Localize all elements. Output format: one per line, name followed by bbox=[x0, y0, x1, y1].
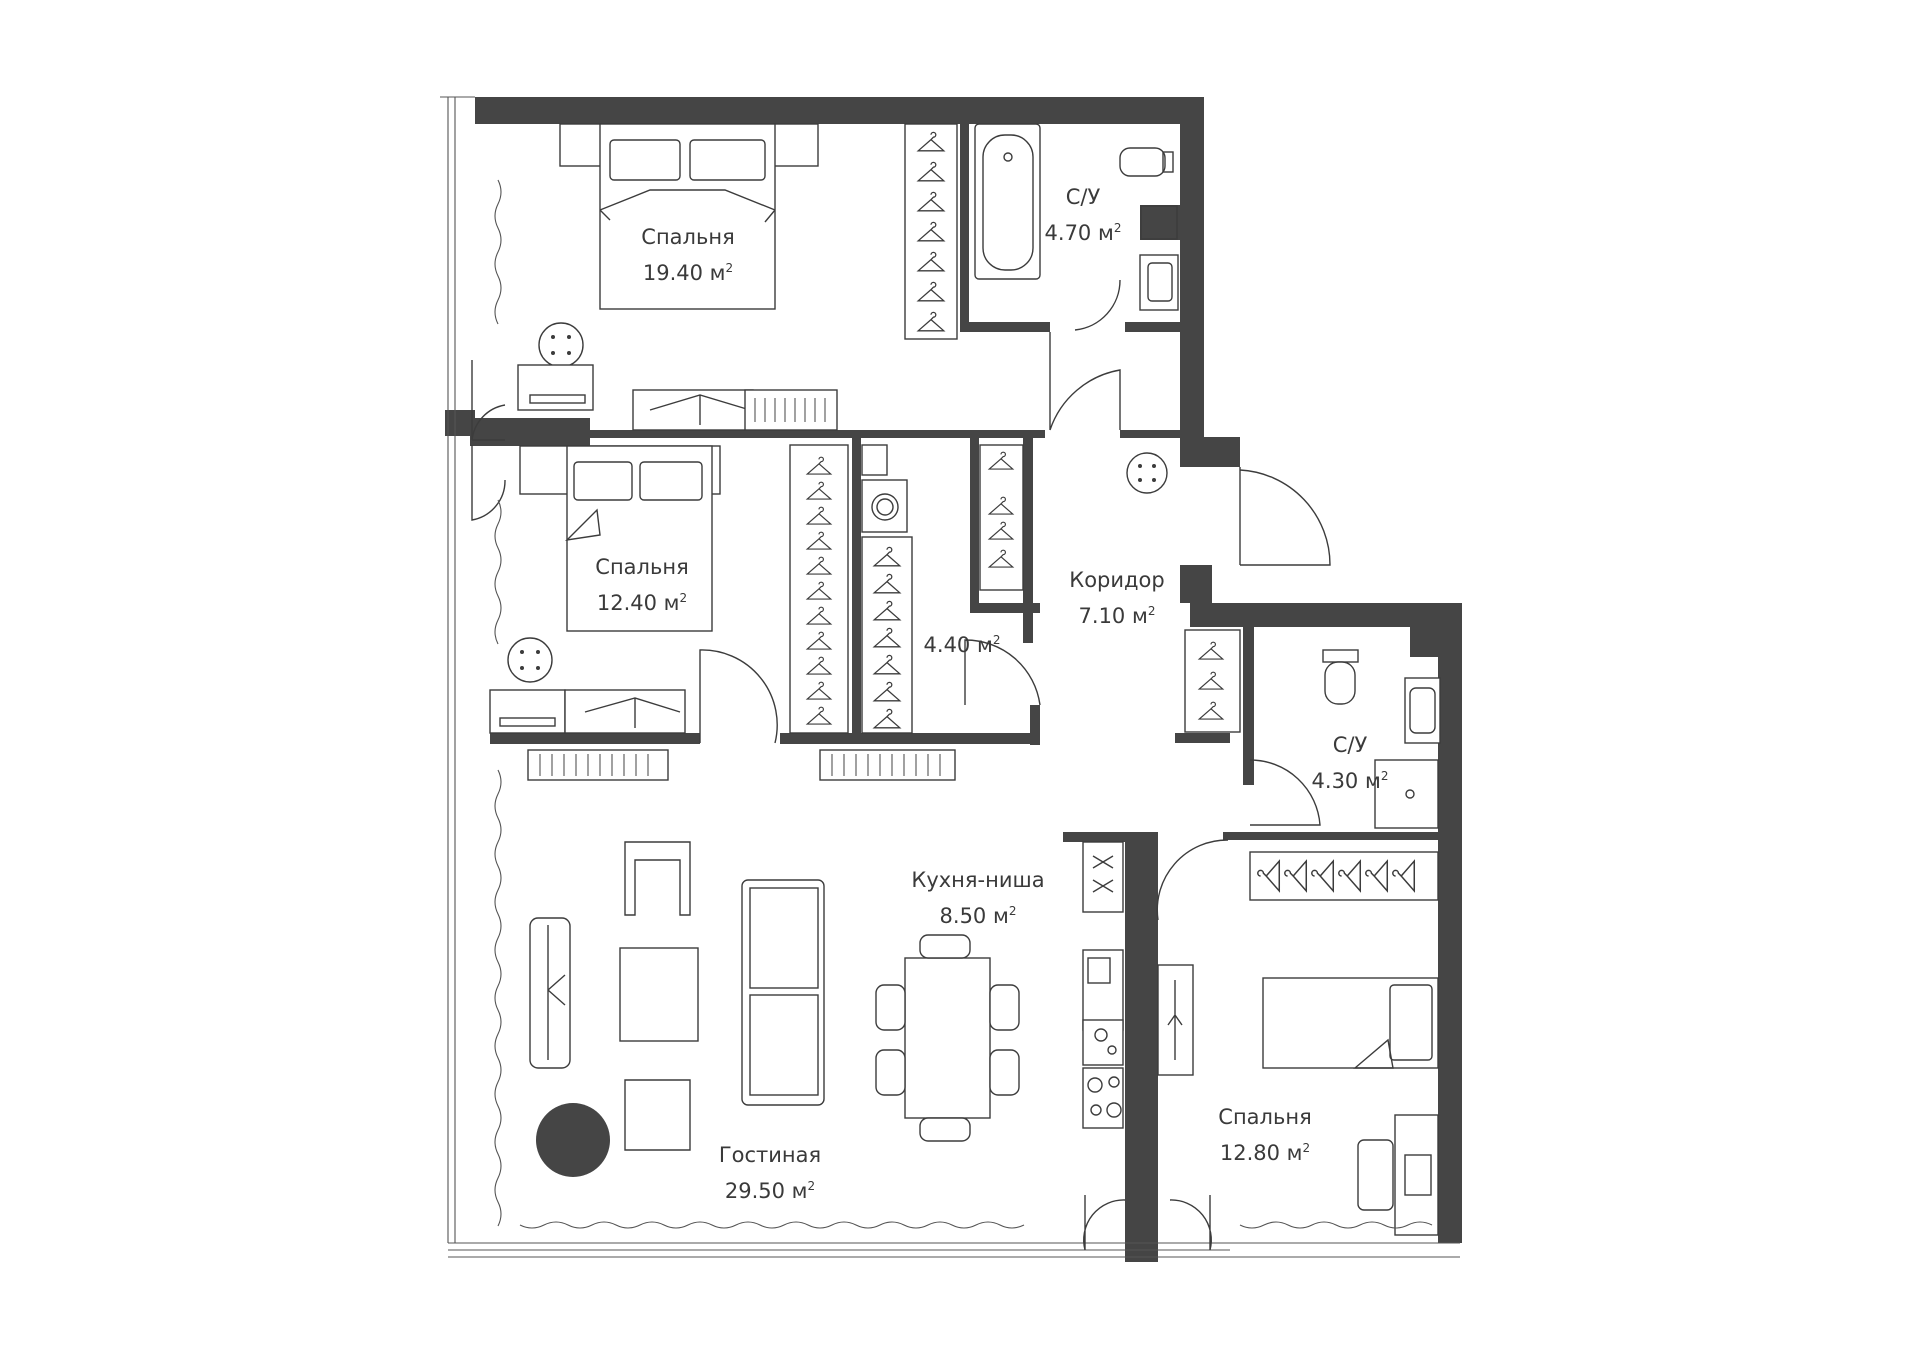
wardrobe-long bbox=[1249, 851, 1439, 901]
wardrobe-corridor bbox=[979, 444, 1024, 591]
room-label-wardrobe: 4.40 м2 bbox=[924, 625, 1001, 661]
column-icon bbox=[1126, 452, 1168, 494]
bathtub-icon bbox=[974, 123, 1041, 280]
wardrobe-right bbox=[1184, 629, 1241, 733]
room-area: 8.50 м2 bbox=[939, 904, 1017, 928]
wardrobe-small bbox=[861, 536, 913, 734]
room-area: 7.10 м2 bbox=[1078, 604, 1156, 628]
washing-machine-icon bbox=[861, 444, 908, 533]
room-label-bath-top: С/У 4.70 м2 bbox=[1045, 182, 1122, 249]
room-label-bath-right: С/У 4.30 м2 bbox=[1312, 730, 1389, 797]
room-area: 12.80 м2 bbox=[1219, 1141, 1311, 1165]
room-label-corridor: Коридор 7.10 м2 bbox=[1069, 565, 1164, 632]
curtains bbox=[494, 179, 1433, 1229]
doors bbox=[699, 279, 1331, 921]
windows bbox=[440, 96, 1460, 1258]
room-name: Коридор bbox=[1069, 568, 1165, 592]
room-name: С/У bbox=[1065, 185, 1101, 209]
room-name: Спальня bbox=[641, 225, 735, 249]
room-name: Гостиная bbox=[718, 1143, 822, 1167]
room-label-kitchen: Кухня-ниша 8.50 м2 bbox=[911, 865, 1044, 932]
room-label-bedroom-right: Спальня 12.80 м2 bbox=[1218, 1102, 1311, 1169]
room-area: 4.70 м2 bbox=[1044, 221, 1122, 245]
radiator bbox=[819, 749, 956, 781]
bed-top bbox=[517, 123, 838, 431]
room-label-living: Гостиная 29.50 м2 bbox=[719, 1140, 821, 1207]
room-name: Кухня-ниша bbox=[911, 868, 1045, 892]
room-area: 19.40 м2 bbox=[642, 261, 734, 285]
room-name: Спальня bbox=[595, 555, 689, 579]
stove-icon bbox=[1082, 841, 1194, 1129]
sink-icon-right bbox=[1404, 677, 1441, 744]
room-label-bedroom-top: Спальня 19.40 м2 bbox=[641, 222, 734, 289]
wardrobe-top bbox=[904, 123, 958, 340]
toilet-icon bbox=[1119, 147, 1174, 177]
room-name: Спальня bbox=[1218, 1105, 1312, 1129]
room-area: 12.40 м2 bbox=[596, 591, 688, 615]
toilet-icon-right bbox=[1322, 649, 1359, 705]
room-area: 29.50 м2 bbox=[724, 1179, 816, 1203]
room-area: 4.40 м2 bbox=[923, 633, 1001, 657]
wardrobe-mid bbox=[789, 444, 849, 734]
bed-right bbox=[1262, 977, 1439, 1069]
room-name: С/У bbox=[1332, 733, 1368, 757]
desk bbox=[1357, 1114, 1439, 1236]
room-label-bedroom-mid: Спальня 12.40 м2 bbox=[595, 552, 688, 619]
bed-mid bbox=[489, 445, 721, 781]
living-furniture bbox=[529, 841, 1020, 1177]
room-area: 4.30 м2 bbox=[1311, 769, 1389, 793]
walls bbox=[445, 97, 1462, 1262]
sink-icon bbox=[1139, 254, 1179, 311]
